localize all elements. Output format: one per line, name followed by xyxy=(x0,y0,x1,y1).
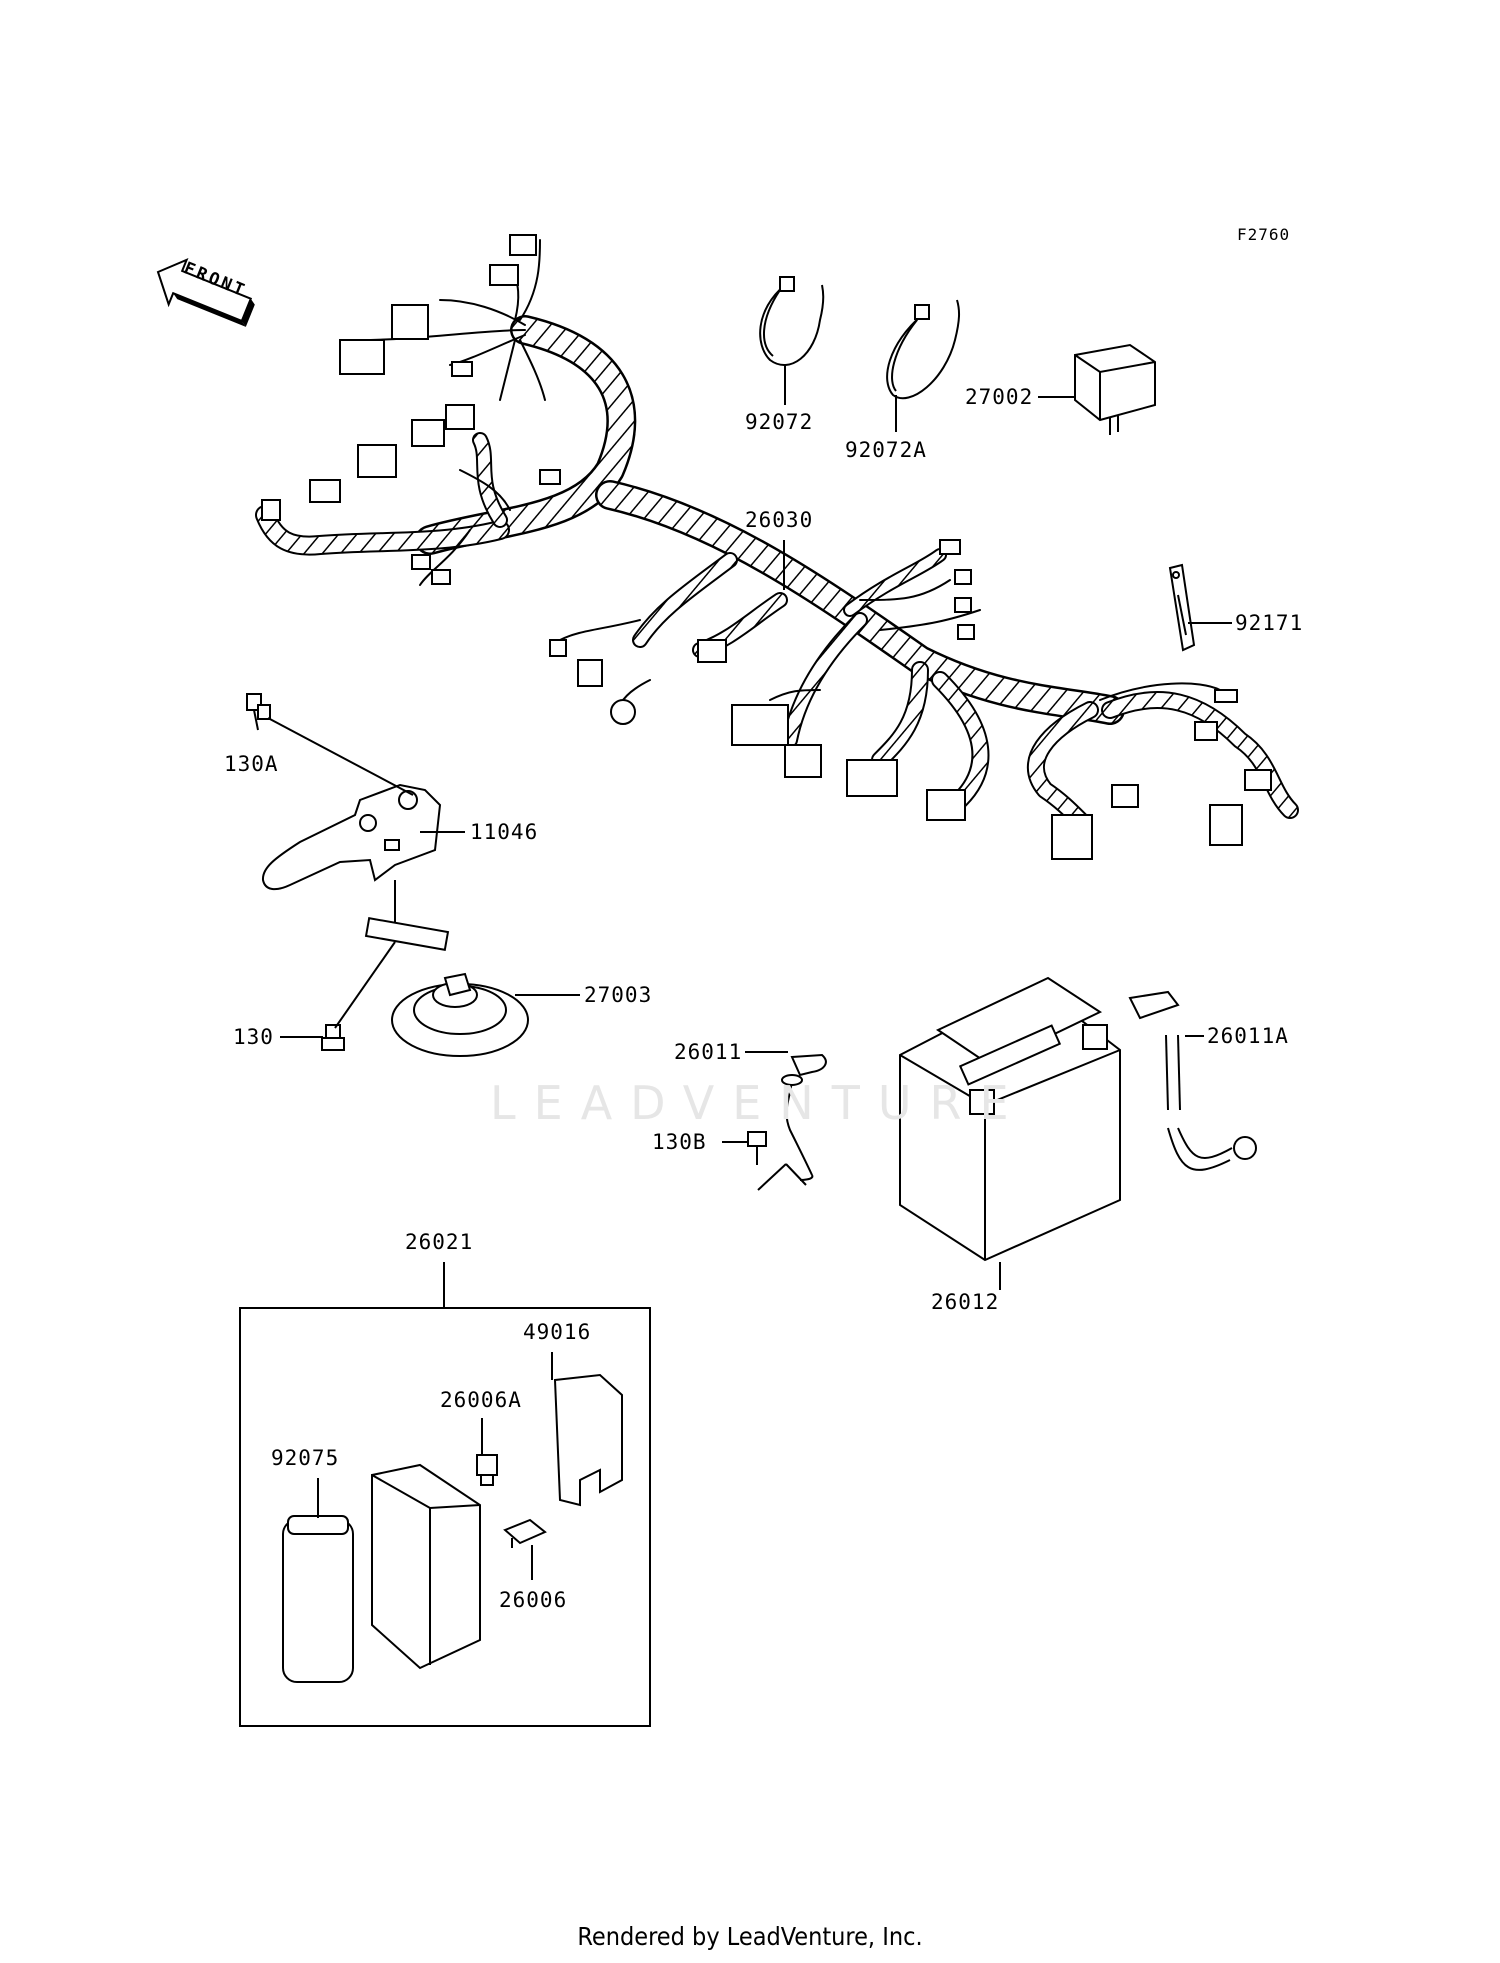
leader-lines xyxy=(267,365,1232,1580)
positive-cable-26011A-icon xyxy=(1128,990,1257,1171)
fuse-puller-49016-icon xyxy=(553,1373,623,1507)
part-label-26006A: 26006A xyxy=(440,1388,522,1412)
part-label-26012: 26012 xyxy=(931,1290,1000,1314)
bracket-11046-icon xyxy=(261,783,442,891)
figure-code: F2760 xyxy=(1237,225,1291,244)
fuse-box-26021-icon xyxy=(371,1463,481,1670)
part-label-26011: 26011 xyxy=(674,1040,743,1064)
fuse-26006A-icon xyxy=(476,1454,498,1486)
part-label-92171: 92171 xyxy=(1235,611,1304,635)
bolt-130-icon xyxy=(321,1024,345,1051)
part-label-27003: 27003 xyxy=(584,983,653,1007)
part-label-26030: 26030 xyxy=(745,508,814,532)
part-label-130A: 130A xyxy=(224,752,279,776)
harness-connectors xyxy=(261,234,1272,860)
part-label-26011A: 26011A xyxy=(1207,1024,1289,1048)
clamp-92171-icon xyxy=(1168,563,1196,652)
front-arrow-icon xyxy=(156,257,255,327)
footer-credit: Rendered by LeadVenture, Inc. xyxy=(577,1922,923,1951)
cable-tie-92072 xyxy=(759,276,825,366)
relay-icon xyxy=(1074,343,1156,435)
part-label-49016: 49016 xyxy=(523,1320,592,1344)
part-label-26006: 26006 xyxy=(499,1588,568,1612)
part-label-92075: 92075 xyxy=(271,1446,340,1470)
fuse-box-cover-92075-icon xyxy=(282,1515,354,1683)
bolt-130A-icon xyxy=(246,693,271,731)
part-label-27002: 27002 xyxy=(965,385,1034,409)
part-label-92072: 92072 xyxy=(745,410,814,434)
ground-lead-26011-icon xyxy=(757,1053,827,1191)
watermark: LEADVENTURE xyxy=(490,1076,1027,1130)
cable-tie-92072A xyxy=(886,299,961,400)
part-label-130B: 130B xyxy=(652,1130,707,1154)
part-label-26021: 26021 xyxy=(405,1230,474,1254)
bolt-130B-icon xyxy=(747,1131,767,1165)
part-label-11046: 11046 xyxy=(470,820,539,844)
part-label-130: 130 xyxy=(233,1025,274,1049)
horn-27003-icon xyxy=(364,917,529,1057)
part-label-92072A: 92072A xyxy=(845,438,927,462)
fuse-26006-icon xyxy=(503,1518,547,1548)
battery-26012-icon xyxy=(899,976,1121,1262)
